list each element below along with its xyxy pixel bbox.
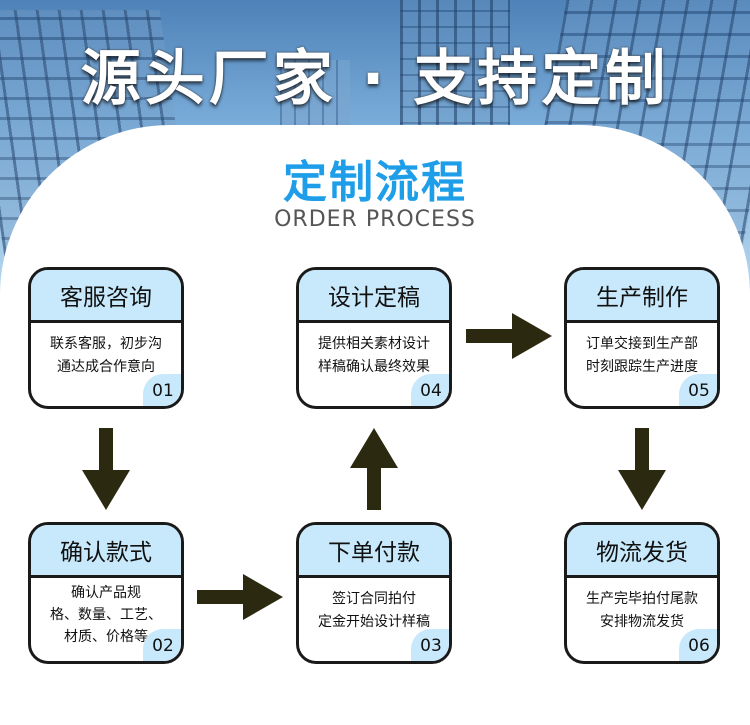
step-desc-line: 格、数量、工艺、 xyxy=(50,607,162,623)
arrow-down-icon xyxy=(82,428,130,510)
banner-title: 源头厂家 · 支持定制 xyxy=(80,44,670,114)
step-card-01: 客服咨询 联系客服，初步沟 通达成合作意向 01 xyxy=(28,267,184,409)
step-desc-line: 样稿确认最终效果 xyxy=(318,359,430,375)
step-number: 05 xyxy=(679,374,717,406)
arrow-right-icon xyxy=(466,313,552,359)
step-card-03: 下单付款 签订合同拍付 定金开始设计样稿 03 xyxy=(296,522,452,664)
step-number: 06 xyxy=(679,629,717,661)
step-desc-line: 提供相关素材设计 xyxy=(318,336,430,352)
section-subtitle: ORDER PROCESS xyxy=(274,207,476,232)
step-card-02: 确认款式 确认产品规 格、数量、工艺、 材质、价格等 02 xyxy=(28,522,184,664)
step-title: 物流发货 xyxy=(567,525,717,578)
step-description: 签订合同拍付 定金开始设计样稿 xyxy=(299,578,449,634)
step-desc-line: 生产完毕拍付尾款 xyxy=(586,591,698,607)
step-card-06: 物流发货 生产完毕拍付尾款 安排物流发货 06 xyxy=(564,522,720,664)
step-title: 生产制作 xyxy=(567,270,717,323)
step-title: 设计定稿 xyxy=(299,270,449,323)
step-title: 确认款式 xyxy=(31,525,181,578)
step-title: 下单付款 xyxy=(299,525,449,578)
step-desc-line: 联系客服，初步沟 xyxy=(50,336,162,352)
step-number: 01 xyxy=(143,374,181,406)
step-card-05: 生产制作 订单交接到生产部 时刻跟踪生产进度 05 xyxy=(564,267,720,409)
step-description: 生产完毕拍付尾款 安排物流发货 xyxy=(567,578,717,634)
section-title: 定制流程 xyxy=(283,157,467,208)
step-desc-line: 时刻跟踪生产进度 xyxy=(586,359,698,375)
arrow-up-icon xyxy=(350,428,398,510)
step-desc-line: 签订合同拍付 xyxy=(332,591,416,607)
step-description: 联系客服，初步沟 通达成合作意向 xyxy=(31,323,181,379)
step-desc-line: 安排物流发货 xyxy=(600,614,684,630)
step-desc-line: 通达成合作意向 xyxy=(57,359,155,375)
step-number: 02 xyxy=(143,629,181,661)
step-title: 客服咨询 xyxy=(31,270,181,323)
step-description: 确认产品规 格、数量、工艺、 材质、价格等 xyxy=(31,578,181,648)
arrow-right-icon xyxy=(197,574,283,620)
step-desc-line: 订单交接到生产部 xyxy=(586,336,698,352)
step-description: 订单交接到生产部 时刻跟踪生产进度 xyxy=(567,323,717,379)
step-desc-line: 材质、价格等 xyxy=(64,629,148,645)
arrow-down-icon xyxy=(618,428,666,510)
step-number: 03 xyxy=(411,629,449,661)
step-description: 提供相关素材设计 样稿确认最终效果 xyxy=(299,323,449,379)
step-card-04: 设计定稿 提供相关素材设计 样稿确认最终效果 04 xyxy=(296,267,452,409)
step-desc-line: 确认产品规 xyxy=(71,585,141,601)
step-number: 04 xyxy=(411,374,449,406)
step-desc-line: 定金开始设计样稿 xyxy=(318,614,430,630)
